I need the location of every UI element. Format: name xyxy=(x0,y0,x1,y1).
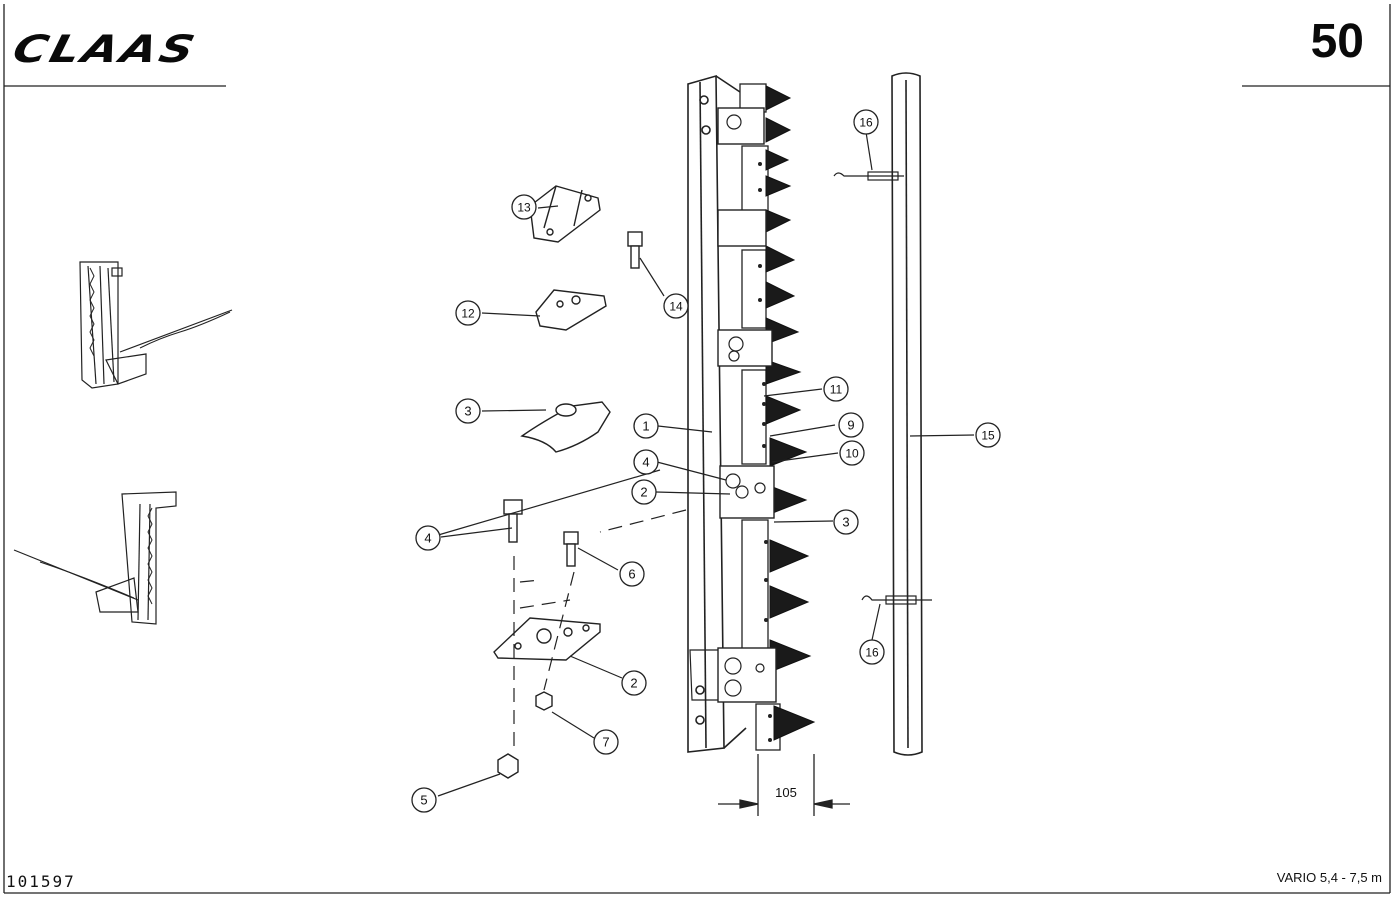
callout-number: 2 xyxy=(640,485,647,500)
callout-3: 3 xyxy=(455,398,481,424)
callout-circle xyxy=(838,412,864,438)
callout-circle xyxy=(663,293,689,319)
callout-number: 3 xyxy=(464,404,471,419)
callout-2: 2 xyxy=(621,670,647,696)
assembly-lines xyxy=(513,509,687,750)
page-frame xyxy=(3,4,1391,894)
thumbnail-right-side-view xyxy=(13,491,177,625)
callout-4: 4 xyxy=(415,525,441,551)
callout-number: 4 xyxy=(424,531,431,546)
document-number: 101597 xyxy=(6,872,76,891)
callout-number: 2 xyxy=(630,676,637,691)
callout-circle xyxy=(633,449,659,475)
callout-circle xyxy=(839,440,865,466)
callout-13: 13 xyxy=(511,194,537,220)
callout-number: 13 xyxy=(517,201,531,215)
callout-11: 11 xyxy=(823,376,849,402)
callout-number: 16 xyxy=(865,646,879,660)
knife-sections xyxy=(717,83,816,751)
callout-number: 9 xyxy=(847,418,854,433)
callout-4: 4 xyxy=(633,449,659,475)
callout-circle xyxy=(619,561,645,587)
callout-circle xyxy=(853,109,879,135)
callout-number: 5 xyxy=(420,793,427,808)
callout-2: 2 xyxy=(631,479,657,505)
callout-1: 1 xyxy=(633,413,659,439)
callout-number: 3 xyxy=(842,515,849,530)
callout-9: 9 xyxy=(838,412,864,438)
callout-circle xyxy=(823,376,849,402)
dimension-105 xyxy=(718,754,850,816)
callout-circle xyxy=(631,479,657,505)
callout-circle xyxy=(593,729,619,755)
callout-number: 15 xyxy=(981,429,995,443)
callout-number: 10 xyxy=(845,447,859,461)
callout-number: 6 xyxy=(628,567,635,582)
clip-part-3 xyxy=(520,401,611,453)
thumbnail-left-side-view xyxy=(79,261,233,389)
bracket-part-12 xyxy=(535,289,607,331)
callout-circle xyxy=(859,639,885,665)
callout-5: 5 xyxy=(411,787,437,813)
callout-number: 4 xyxy=(642,455,649,470)
callout-circle xyxy=(633,413,659,439)
callout-6: 6 xyxy=(619,561,645,587)
callout-circle xyxy=(455,398,481,424)
nut-part-7 xyxy=(535,691,553,711)
callout-16: 16 xyxy=(853,109,879,135)
callout-circle xyxy=(411,787,437,813)
callout-3: 3 xyxy=(833,509,859,535)
callout-circle xyxy=(621,670,647,696)
callout-number: 12 xyxy=(461,307,475,321)
callout-15: 15 xyxy=(975,422,1001,448)
callout-number: 1 xyxy=(642,419,649,434)
wear-strip-part-15 xyxy=(891,72,923,756)
callout-circle xyxy=(833,509,859,535)
callout-12: 12 xyxy=(455,300,481,326)
callout-14: 14 xyxy=(663,293,689,319)
callout-number: 16 xyxy=(859,116,873,130)
spring-clip-part-16 xyxy=(833,171,932,605)
callout-number: 11 xyxy=(830,383,843,397)
finger-bar-part-1 xyxy=(687,74,747,753)
bolt-part-6 xyxy=(563,531,579,545)
callout-number: 14 xyxy=(669,300,683,314)
callout-number: 7 xyxy=(602,735,609,750)
callout-16: 16 xyxy=(859,639,885,665)
callout-7: 7 xyxy=(593,729,619,755)
callout-circle xyxy=(975,422,1001,448)
callout-10: 10 xyxy=(839,440,865,466)
bracket-part-13 xyxy=(529,185,601,243)
dimension-label: 105 xyxy=(775,785,797,800)
callout-circle xyxy=(511,194,537,220)
bolt-part-14 xyxy=(627,231,643,247)
leader-lines xyxy=(427,131,975,797)
callout-circle xyxy=(415,525,441,551)
loose-parts xyxy=(493,185,643,779)
model-label: VARIO 5,4 - 7,5 m xyxy=(1276,870,1382,885)
page-number: 50 xyxy=(1310,15,1364,68)
nut-part-5 xyxy=(497,753,519,779)
bolt-part-4 xyxy=(503,499,523,515)
callout-circle xyxy=(455,300,481,326)
